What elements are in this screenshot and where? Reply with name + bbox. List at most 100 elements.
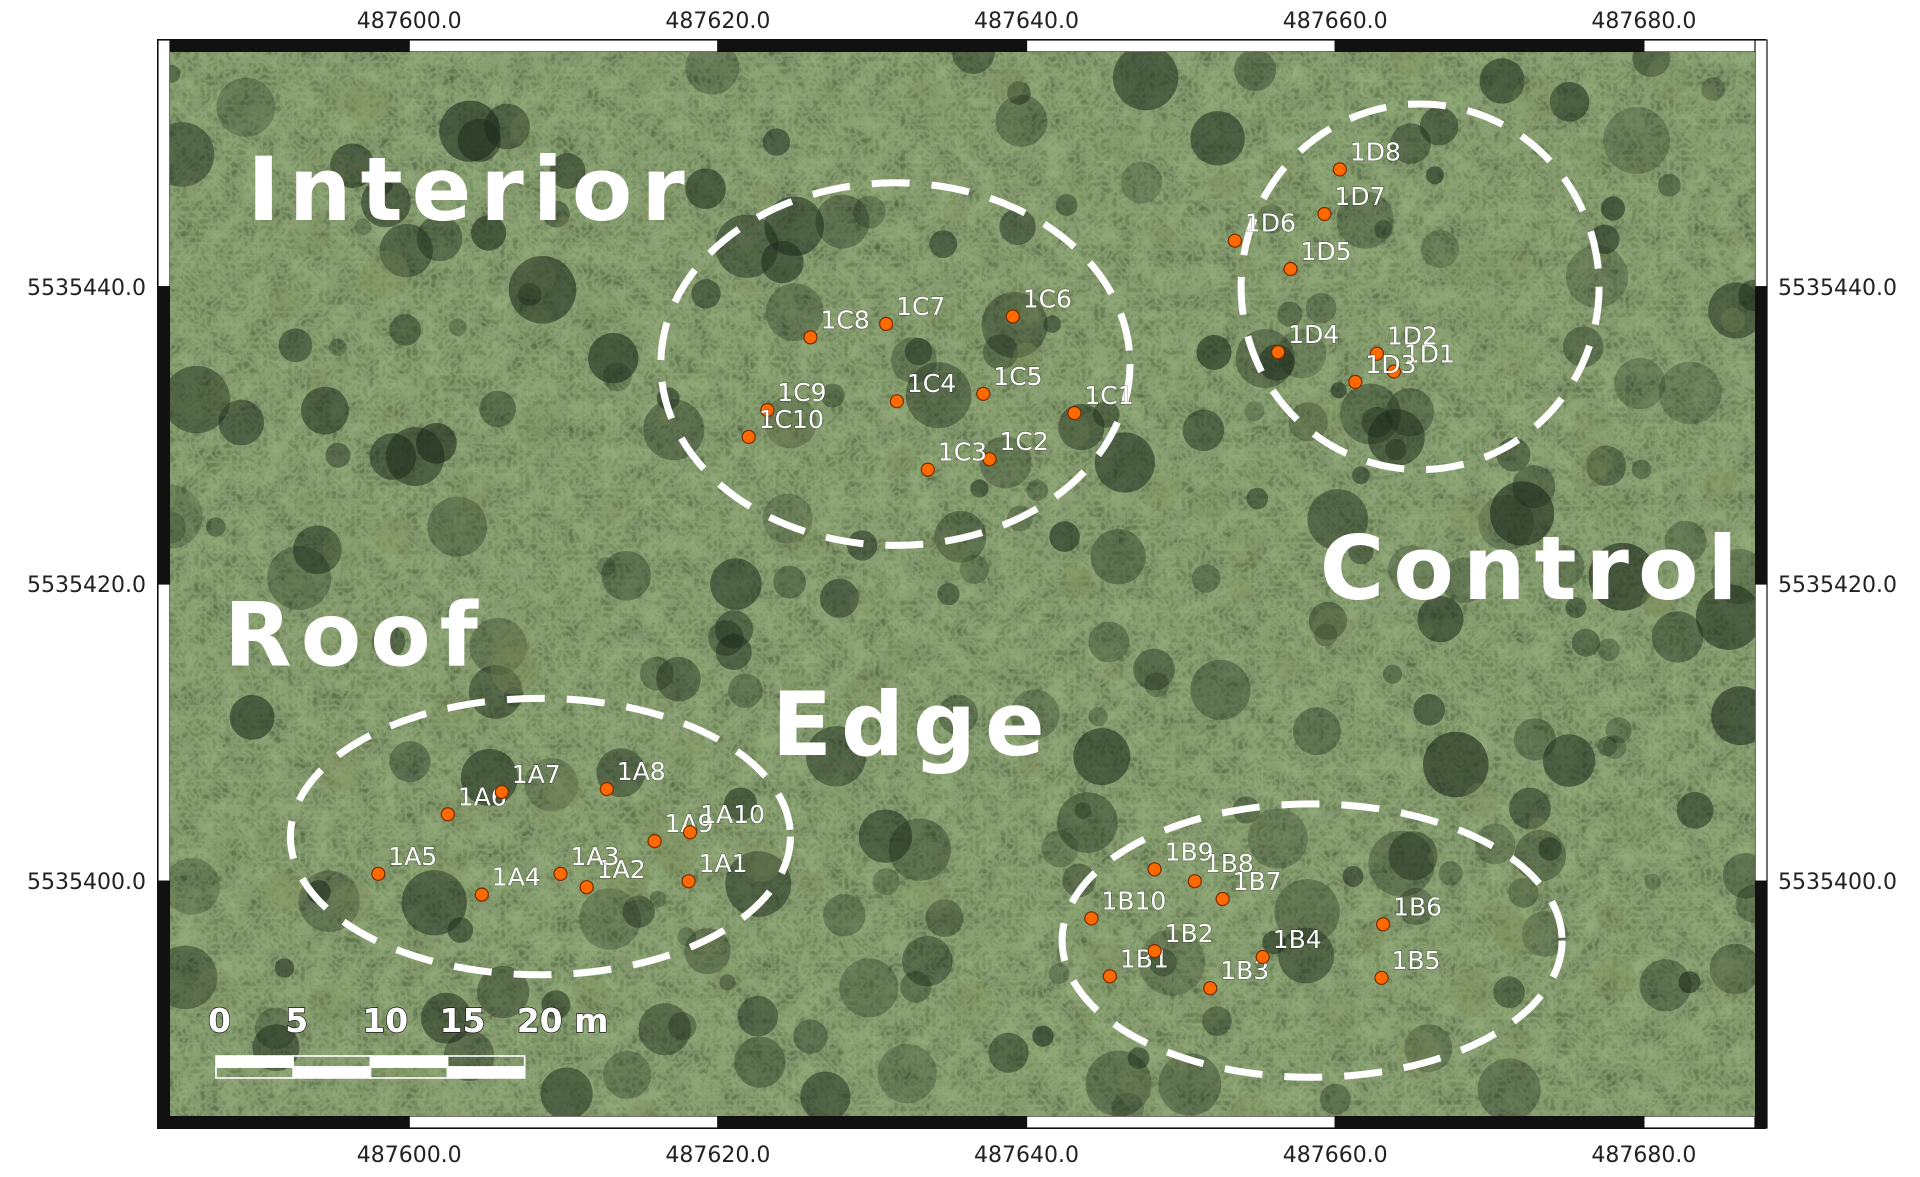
- crown-highlight: [1041, 641, 1056, 656]
- sample-point-1a10[interactable]: [682, 825, 698, 840]
- crown-highlight: [254, 822, 285, 854]
- sample-point-1a6[interactable]: [440, 807, 455, 822]
- crown-highlight: [1649, 1063, 1669, 1083]
- crown-highlight: [1496, 334, 1540, 378]
- frame-segment: [157, 39, 171, 288]
- crown-highlight: [1071, 1009, 1096, 1034]
- sample-point-1c10[interactable]: [741, 429, 756, 444]
- sample-point-1a9[interactable]: [647, 833, 662, 849]
- sample-point-1b1[interactable]: [1102, 969, 1118, 984]
- sample-point-1c7[interactable]: [878, 316, 894, 331]
- sample-point-1c8[interactable]: [803, 330, 818, 345]
- scale-bar-segment: [215, 1055, 294, 1068]
- shadow-patch: [416, 215, 463, 262]
- sample-point-1a2[interactable]: [579, 880, 594, 895]
- sample-point-label: 1A1: [699, 849, 748, 878]
- sample-point-1d3[interactable]: [1348, 374, 1363, 389]
- crown-highlight: [849, 590, 876, 617]
- crown-highlight: [1415, 621, 1434, 640]
- sample-point-1b2[interactable]: [1147, 943, 1162, 959]
- shadow-patch: [805, 726, 867, 787]
- crown-highlight: [576, 288, 620, 333]
- sample-point-1a4[interactable]: [474, 887, 489, 902]
- shadow-patch: [543, 200, 570, 228]
- sample-point-1a3[interactable]: [553, 866, 568, 881]
- sample-point-1d6[interactable]: [1227, 233, 1243, 248]
- sample-point-1b4[interactable]: [1255, 949, 1270, 965]
- sample-point-1c4[interactable]: [889, 394, 905, 409]
- shadow-patch: [601, 551, 651, 601]
- shadow-patch: [1651, 611, 1704, 663]
- sample-point-1c3[interactable]: [920, 462, 935, 477]
- sample-point-1b8[interactable]: [1187, 874, 1202, 889]
- crown-highlight: [850, 851, 870, 870]
- shadow-patch: [1421, 229, 1460, 269]
- shadow-patch: [715, 634, 752, 670]
- x-tick-label-bottom: 487660.0: [1283, 1143, 1388, 1168]
- sample-point-1d5[interactable]: [1283, 261, 1298, 277]
- frame-segment: [1334, 1115, 1645, 1129]
- sample-point-1d4[interactable]: [1270, 345, 1286, 360]
- shadow-patch: [218, 399, 265, 446]
- sample-point-label: 1D1: [1404, 340, 1455, 369]
- crown-highlight: [917, 878, 951, 912]
- shadow-patch: [1043, 315, 1062, 333]
- crown-highlight: [1391, 52, 1436, 78]
- shadow-patch: [952, 52, 995, 74]
- sample-point-1a7[interactable]: [494, 784, 509, 800]
- shadow-patch: [254, 1007, 297, 1050]
- crown-highlight: [501, 651, 533, 683]
- crown-highlight: [351, 271, 375, 295]
- crown-highlight: [1721, 471, 1740, 490]
- frame-segment: [157, 1115, 410, 1129]
- crown-highlight: [628, 797, 671, 840]
- shadow-patch: [1307, 489, 1369, 550]
- shadow-patch: [925, 899, 964, 937]
- sample-point-1a1[interactable]: [681, 874, 696, 889]
- canopy-shadow-patches: [170, 52, 1755, 1116]
- crown-highlight: [923, 536, 972, 584]
- sample-point-1d8[interactable]: [1332, 162, 1347, 177]
- sample-point-1b5[interactable]: [1374, 970, 1389, 985]
- scale-bar-label: 10: [362, 1001, 408, 1040]
- crown-highlight: [361, 250, 410, 299]
- sample-point-1b10[interactable]: [1084, 911, 1099, 926]
- sample-point-label: 1B9: [1165, 837, 1214, 866]
- shadow-patch: [1738, 279, 1755, 311]
- shadow-patch: [1274, 879, 1340, 945]
- sample-point-1c9[interactable]: [760, 403, 775, 418]
- frame-segment: [157, 39, 410, 53]
- sample-point-1b7[interactable]: [1215, 891, 1230, 907]
- crown-highlight: [485, 281, 501, 297]
- sample-point-1c6[interactable]: [1005, 309, 1020, 324]
- crown-highlight: [323, 526, 367, 570]
- crown-highlight: [1582, 447, 1613, 478]
- sample-point-1a8[interactable]: [599, 781, 614, 797]
- shadow-patch: [1563, 326, 1604, 368]
- crown-highlight: [1149, 223, 1174, 248]
- shadow-patch: [1538, 837, 1562, 861]
- crown-highlight: [1087, 937, 1126, 976]
- sample-point-1d1[interactable]: [1386, 364, 1402, 379]
- sample-point-1a5[interactable]: [371, 866, 386, 881]
- crown-highlight: [307, 369, 327, 390]
- crown-highlight: [350, 619, 392, 662]
- shadow-patch: [1390, 123, 1431, 164]
- crown-highlight: [886, 447, 915, 476]
- crown-highlight: [1052, 411, 1091, 450]
- sample-point-1d7[interactable]: [1317, 206, 1332, 222]
- shadow-patch: [301, 386, 349, 435]
- shadow-patch: [902, 935, 953, 987]
- sample-point-1c2[interactable]: [982, 452, 997, 467]
- crown-highlight: [1707, 958, 1752, 1003]
- sample-point-1c1[interactable]: [1067, 406, 1082, 421]
- sample-point-1b9[interactable]: [1147, 862, 1162, 877]
- crown-highlight: [786, 523, 824, 561]
- sample-point-1c5[interactable]: [976, 386, 991, 401]
- frame-segment: [1754, 583, 1768, 882]
- crown-highlight: [1114, 1065, 1154, 1105]
- shadow-patch: [541, 990, 571, 1020]
- sample-point-1b3[interactable]: [1203, 981, 1218, 996]
- sample-point-1b6[interactable]: [1375, 917, 1391, 932]
- sample-point-1d2[interactable]: [1369, 346, 1385, 361]
